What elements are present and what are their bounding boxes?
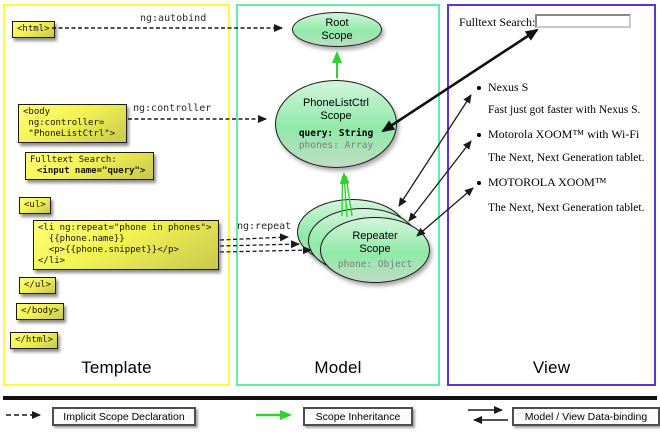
legend-separator: [3, 396, 657, 400]
code-text: <body ng:controller= "PhoneListCtrl">: [23, 107, 116, 139]
bullet-icon: [477, 86, 481, 90]
view-item-desc: The Next, Next Generation tablet.: [488, 202, 645, 214]
code-text: </body>: [21, 306, 59, 316]
phonelistctrl-scope-label: PhoneListCtrl Scope: [302, 96, 370, 122]
legend-scope-inheritance: Scope Inheritance: [303, 407, 413, 426]
view-item-title: Motorola XOOM™ with Wi-Fi: [488, 127, 640, 141]
bullet-icon: [477, 181, 481, 185]
code-text: <html>: [17, 24, 50, 34]
view-search-input[interactable]: [535, 14, 631, 28]
repeater-scope-ellipse: Repeater Scope phone: Object: [320, 217, 430, 283]
bullet-icon: [477, 133, 481, 137]
code-box-body-open: <body ng:controller= "PhoneListCtrl">: [18, 104, 127, 143]
code-box-li-repeat: <li ng:repeat="phone in phones"> {{phone…: [33, 220, 219, 270]
code-text: Fulltext Search:: [30, 155, 117, 165]
code-text: <ul>: [24, 200, 46, 210]
code-box-html-close: </html>: [10, 332, 58, 349]
code-text: <li ng:repeat="phone in phones"> {{phone…: [38, 223, 212, 266]
code-box-fulltext-search: Fulltext Search: <input name="query">: [25, 152, 154, 180]
template-column: Template: [3, 4, 230, 386]
repeater-prop-phone: phone: Object: [337, 258, 413, 270]
label-ng-controller: ng:controller: [133, 103, 212, 114]
code-box-ul-close: </ul>: [19, 277, 57, 294]
view-item-title: Nexus S: [488, 80, 529, 94]
view-item-desc: The Next, Next Generation tablet.: [488, 152, 645, 164]
code-text: </html>: [15, 335, 53, 345]
model-column-title: Model: [314, 358, 362, 377]
phonelistctrl-scope-ellipse: PhoneListCtrl Scope query: String phones…: [275, 80, 397, 168]
label-ng-repeat: ng:repeat: [237, 221, 292, 232]
repeater-scope-label: Repeater Scope: [352, 229, 398, 255]
legend-label: Implicit Scope Declaration: [63, 410, 185, 423]
view-column-title: View: [532, 358, 571, 377]
code-text-input: <input name="query">: [37, 166, 146, 176]
view-column: View: [447, 4, 656, 386]
legend-implicit-scope-declaration: Implicit Scope Declaration: [52, 407, 196, 426]
model-column: Model: [236, 4, 440, 386]
view-item-desc: Fast just got faster with Nexus S.: [488, 104, 641, 116]
root-scope-ellipse: Root Scope: [292, 12, 382, 47]
legend-model-view-data-binding: Model / View Data-binding: [512, 407, 660, 426]
label-ng-autobind: ng:autobind: [140, 13, 207, 24]
phonelistctrl-prop-phones: phones: Array: [298, 139, 374, 151]
legend-label: Scope Inheritance: [315, 410, 401, 423]
phonelistctrl-prop-query: query: String: [298, 127, 374, 139]
legend-label: Model / View Data-binding: [524, 410, 648, 423]
code-box-body-close: </body>: [16, 303, 64, 320]
code-box-ul-open: <ul>: [19, 197, 51, 214]
code-text: </ul>: [24, 280, 52, 290]
view-search-label: Fulltext Search:: [459, 15, 536, 29]
root-scope-label: Root Scope: [321, 16, 353, 42]
view-item-title: MOTOROLA XOOM™: [488, 175, 607, 189]
template-column-title: Template: [81, 358, 152, 377]
code-box-html-open: <html>: [12, 21, 55, 38]
